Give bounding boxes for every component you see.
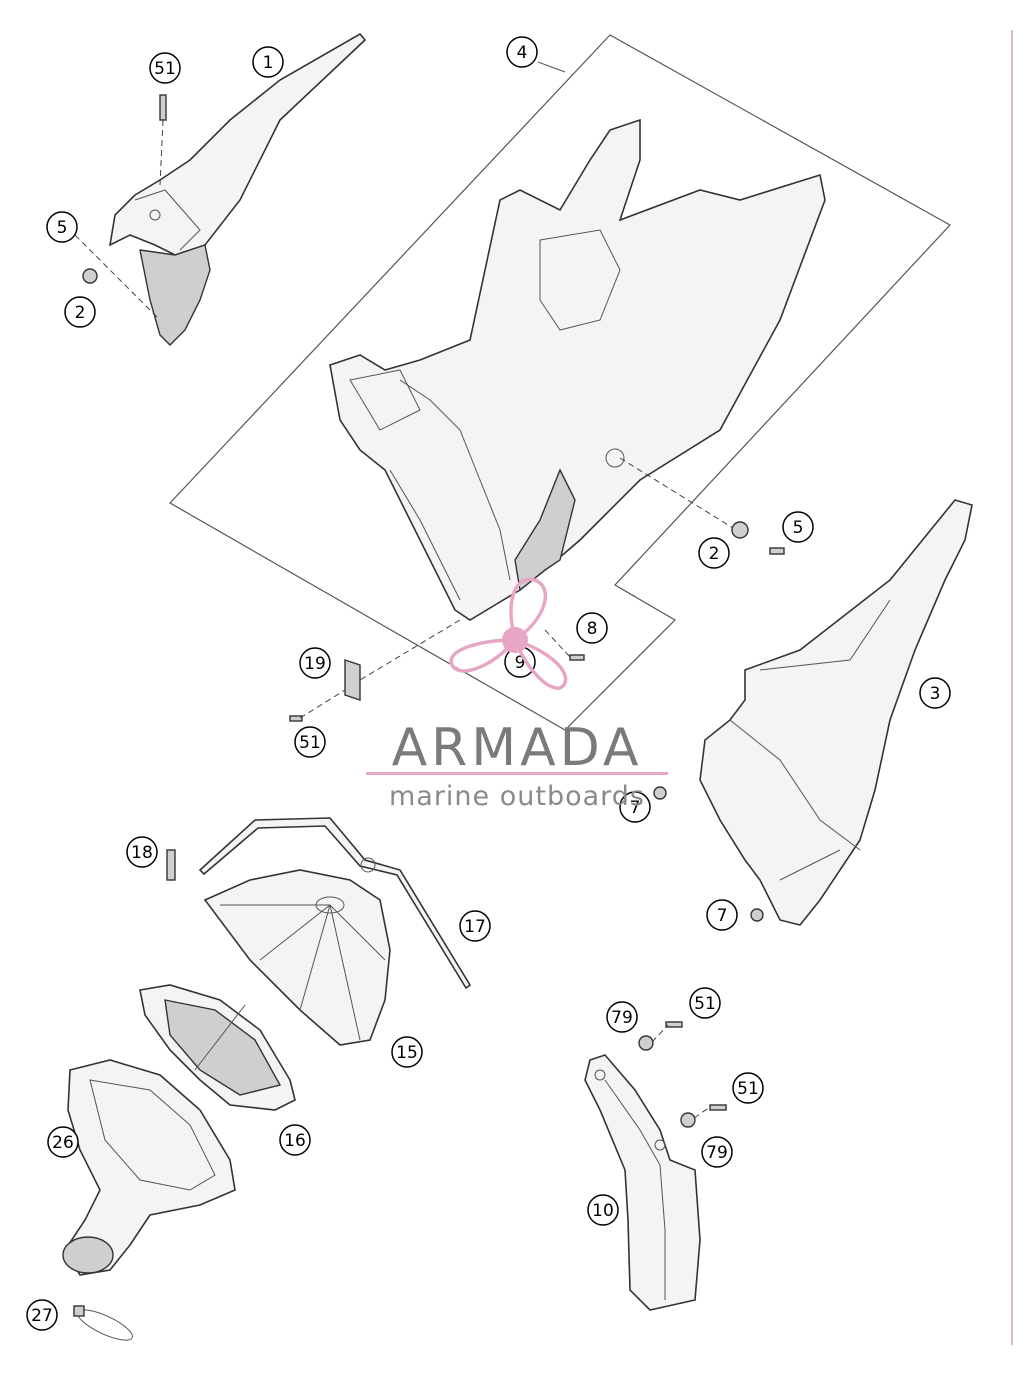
svg-text:51: 51 <box>299 733 321 753</box>
bracket-19 <box>344 659 361 701</box>
svg-text:1: 1 <box>263 53 274 73</box>
part-3-side-panel-right <box>699 499 973 926</box>
part-1-side-panel-left <box>108 32 367 346</box>
washer-79-upper <box>638 1035 654 1051</box>
callout-51-mid: 51 <box>294 726 326 758</box>
leader-lines <box>67 61 734 1119</box>
watermark-subtitle: marine outboards <box>389 781 645 812</box>
hardware-parts <box>49 94 785 1128</box>
bolt-51-top <box>159 94 167 121</box>
svg-text:2: 2 <box>709 544 720 564</box>
watermark-underline <box>366 772 668 775</box>
svg-text:51: 51 <box>154 59 176 79</box>
bolt-5-right <box>769 547 785 555</box>
svg-text:51: 51 <box>737 1079 759 1099</box>
pin-18 <box>166 849 176 881</box>
callout-5-left: 5 <box>46 211 78 243</box>
svg-text:16: 16 <box>284 1131 306 1151</box>
callout-16: 16 <box>279 1124 311 1156</box>
callout-7-lower: 7 <box>706 899 738 931</box>
callout-27: 27 <box>26 1299 58 1331</box>
svg-text:27: 27 <box>31 1306 53 1326</box>
part-26-filter-housing <box>62 1059 236 1276</box>
callout-18: 18 <box>126 836 158 868</box>
watermark-title: ARMADA <box>392 718 643 778</box>
washer-79-lower <box>680 1112 696 1128</box>
svg-text:9: 9 <box>515 653 526 673</box>
callout-19: 19 <box>299 647 331 679</box>
washer-2-right <box>731 521 749 539</box>
callout-2-left: 2 <box>64 296 96 328</box>
svg-text:79: 79 <box>611 1008 633 1028</box>
svg-text:8: 8 <box>587 619 598 639</box>
bolt-51-mid <box>289 715 303 722</box>
fastener-7-upper <box>653 786 667 800</box>
callout-10: 10 <box>587 1194 619 1226</box>
part-4-air-box <box>329 118 826 621</box>
washer-2-left <box>82 268 98 284</box>
part-27-clamp <box>73 1305 133 1341</box>
callout-8: 8 <box>576 612 608 644</box>
fastener-7-lower <box>750 908 764 922</box>
part-17-rod <box>198 817 472 990</box>
callout-51-top: 51 <box>149 52 181 84</box>
part-16-filter-cage <box>139 984 296 1111</box>
callout-7-upper: 7 <box>619 791 651 823</box>
callout-3: 3 <box>919 677 951 709</box>
callout-79-upper: 79 <box>606 1001 638 1033</box>
bolt-51-lower-a <box>665 1021 683 1028</box>
svg-text:5: 5 <box>57 218 68 238</box>
propeller-logo <box>449 577 568 690</box>
part-10-intake-duct <box>584 1054 701 1311</box>
svg-text:19: 19 <box>304 654 326 674</box>
svg-text:4: 4 <box>517 43 528 63</box>
screw-8 <box>569 654 585 661</box>
callout-1: 1 <box>252 46 284 78</box>
svg-text:7: 7 <box>630 798 641 818</box>
callout-5-right: 5 <box>782 511 814 543</box>
watermark: ARMADA marine outboards <box>366 577 668 812</box>
svg-text:2: 2 <box>75 303 86 323</box>
callout-4: 4 <box>506 36 538 68</box>
svg-text:10: 10 <box>592 1201 614 1221</box>
callout-26: 26 <box>47 1126 79 1158</box>
svg-text:5: 5 <box>793 518 804 538</box>
part-15-filter-cover <box>203 869 391 1046</box>
callout-51-lower-b: 51 <box>732 1072 764 1104</box>
callout-2-right: 2 <box>698 537 730 569</box>
svg-text:18: 18 <box>131 843 153 863</box>
svg-text:7: 7 <box>717 906 728 926</box>
callout-51-lower-a: 51 <box>689 987 721 1019</box>
callout-17: 17 <box>459 910 491 942</box>
callout-15: 15 <box>391 1036 423 1068</box>
svg-text:17: 17 <box>464 917 486 937</box>
callout-79-lower: 79 <box>701 1136 733 1168</box>
svg-text:51: 51 <box>694 994 716 1014</box>
assembly-4-frame <box>169 34 951 731</box>
svg-text:3: 3 <box>930 684 941 704</box>
svg-text:15: 15 <box>396 1043 418 1063</box>
svg-text:26: 26 <box>52 1133 74 1153</box>
bolt-51-lower-b <box>709 1104 727 1111</box>
svg-text:79: 79 <box>706 1143 728 1163</box>
callout-9: 9 <box>504 646 536 678</box>
